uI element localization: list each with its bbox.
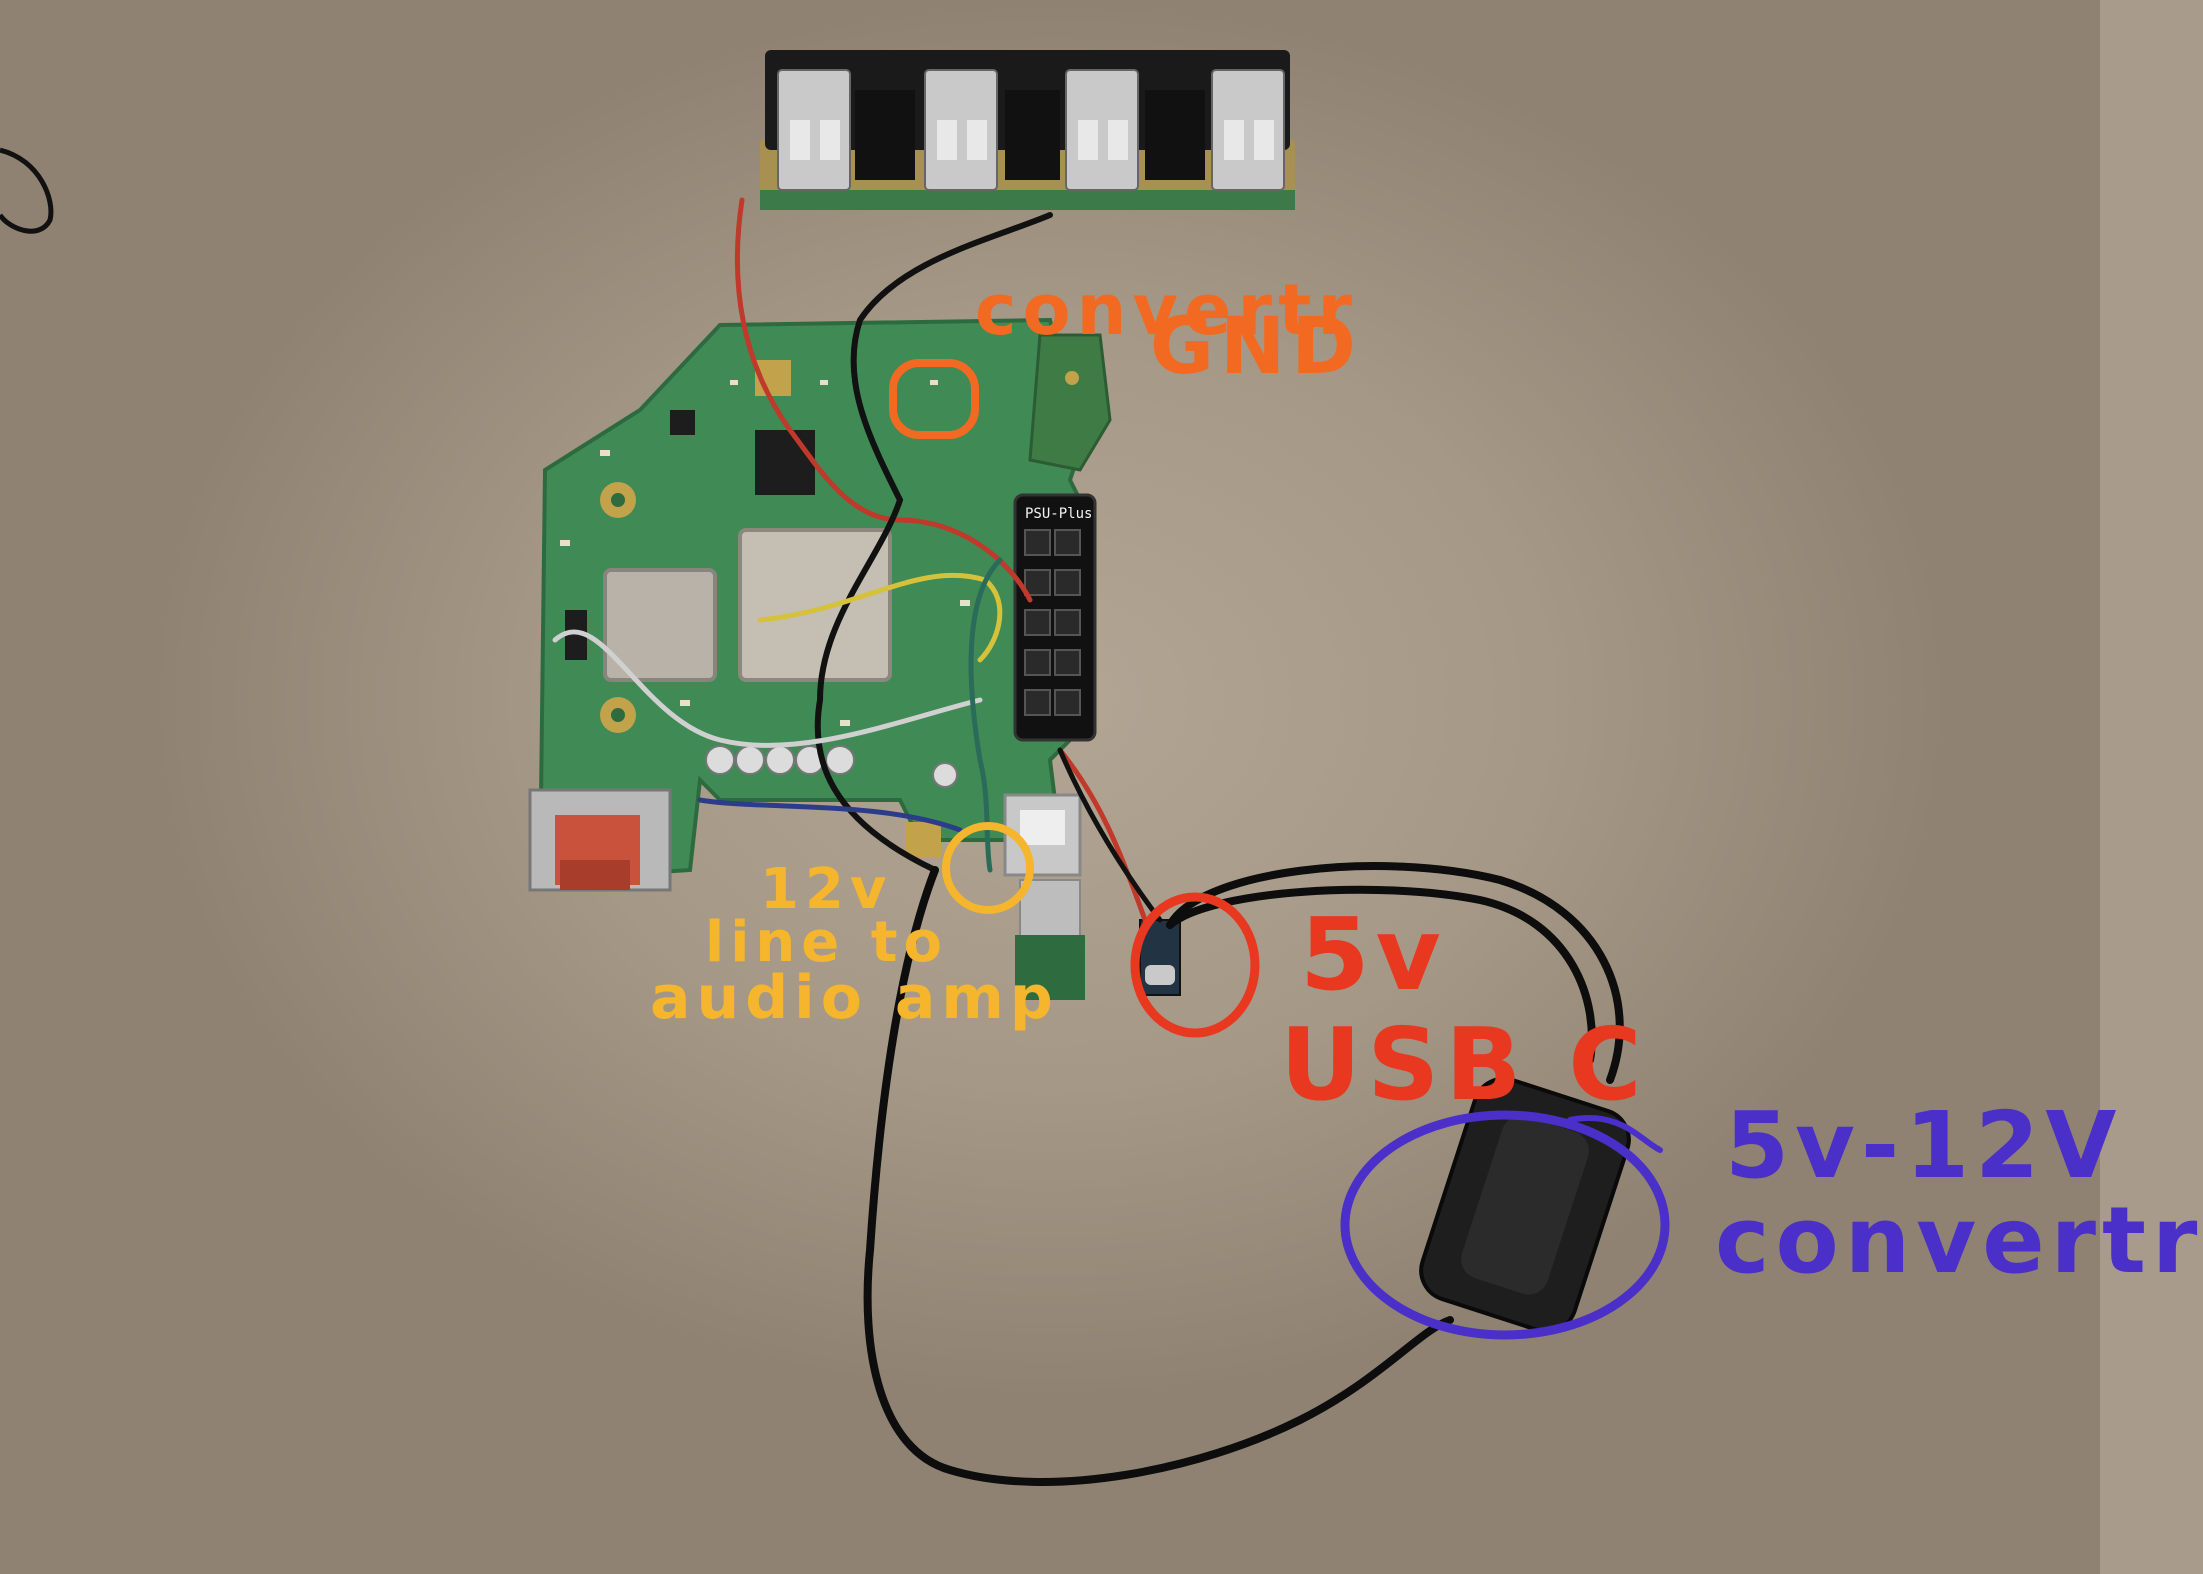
usb-voltage-label: 5v: [1300, 896, 1447, 1013]
main-pcb: [537, 317, 1092, 883]
amp-line-label-1: 12v: [760, 857, 893, 922]
optical-jack: [528, 788, 672, 892]
amp-line-label-2: line to: [705, 910, 948, 975]
converter-gnd-marker: [889, 359, 979, 439]
speaker-connector-board: [760, 50, 1295, 210]
hardware-photo: PSU-Plus: [0, 50, 1670, 1486]
stray-cable: [0, 147, 54, 234]
usb-ports: [1003, 793, 1085, 1000]
boost-converter-label: convertr: [1715, 1187, 2203, 1294]
usb-c-label: USB C: [1280, 1006, 1648, 1123]
psu-plus-module: PSU-Plus: [1013, 493, 1097, 742]
usb-c-breakout: [1139, 919, 1181, 996]
boost-converter-body: [1419, 1076, 1631, 1334]
converter-label: convertr: [975, 269, 1359, 351]
amp-line-label-3: audio amp: [650, 963, 1059, 1033]
wires: [552, 197, 1624, 1486]
boost-converter-marker: [1340, 1110, 1670, 1340]
boost-voltage-label: 5v-12V: [1725, 1092, 2123, 1199]
flex-ribbon: [1028, 333, 1112, 472]
amp-line-marker: [942, 822, 1034, 914]
usb-c-marker: [1130, 892, 1260, 1038]
psu-plus-silkscreen: PSU-Plus: [1025, 506, 1092, 522]
gnd-label: GND: [1150, 302, 1363, 392]
